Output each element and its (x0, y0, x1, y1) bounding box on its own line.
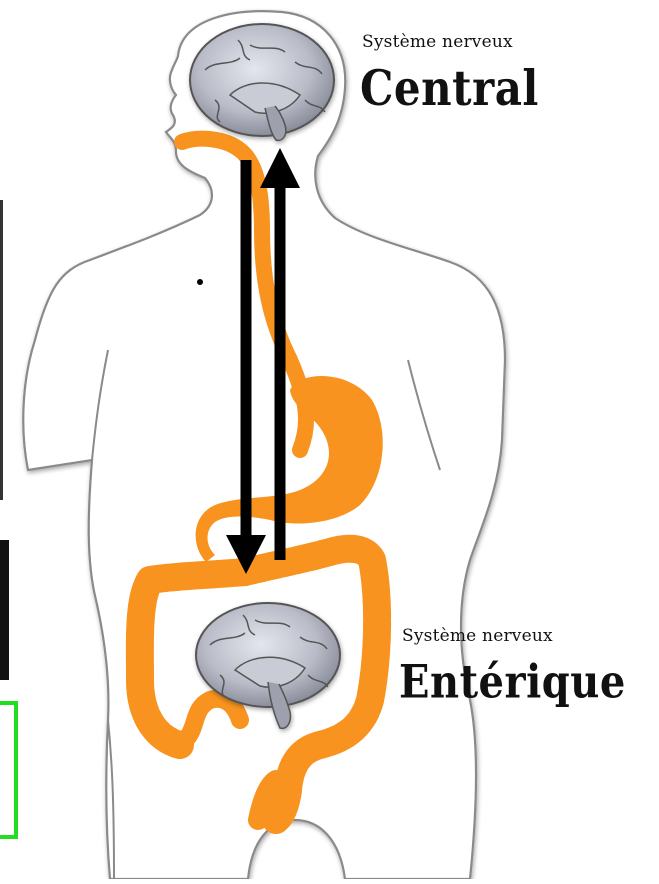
chest-dot (197, 279, 203, 285)
cns-name-label: Central (360, 60, 539, 116)
ens-prefix-label: Système nerveux (402, 626, 553, 646)
ens-name-label: Entérique (399, 655, 626, 709)
green-frame (0, 703, 16, 837)
left-edge-line-top (0, 200, 3, 500)
cns-prefix-label: Système nerveux (362, 32, 513, 52)
left-edge-block (0, 540, 9, 680)
